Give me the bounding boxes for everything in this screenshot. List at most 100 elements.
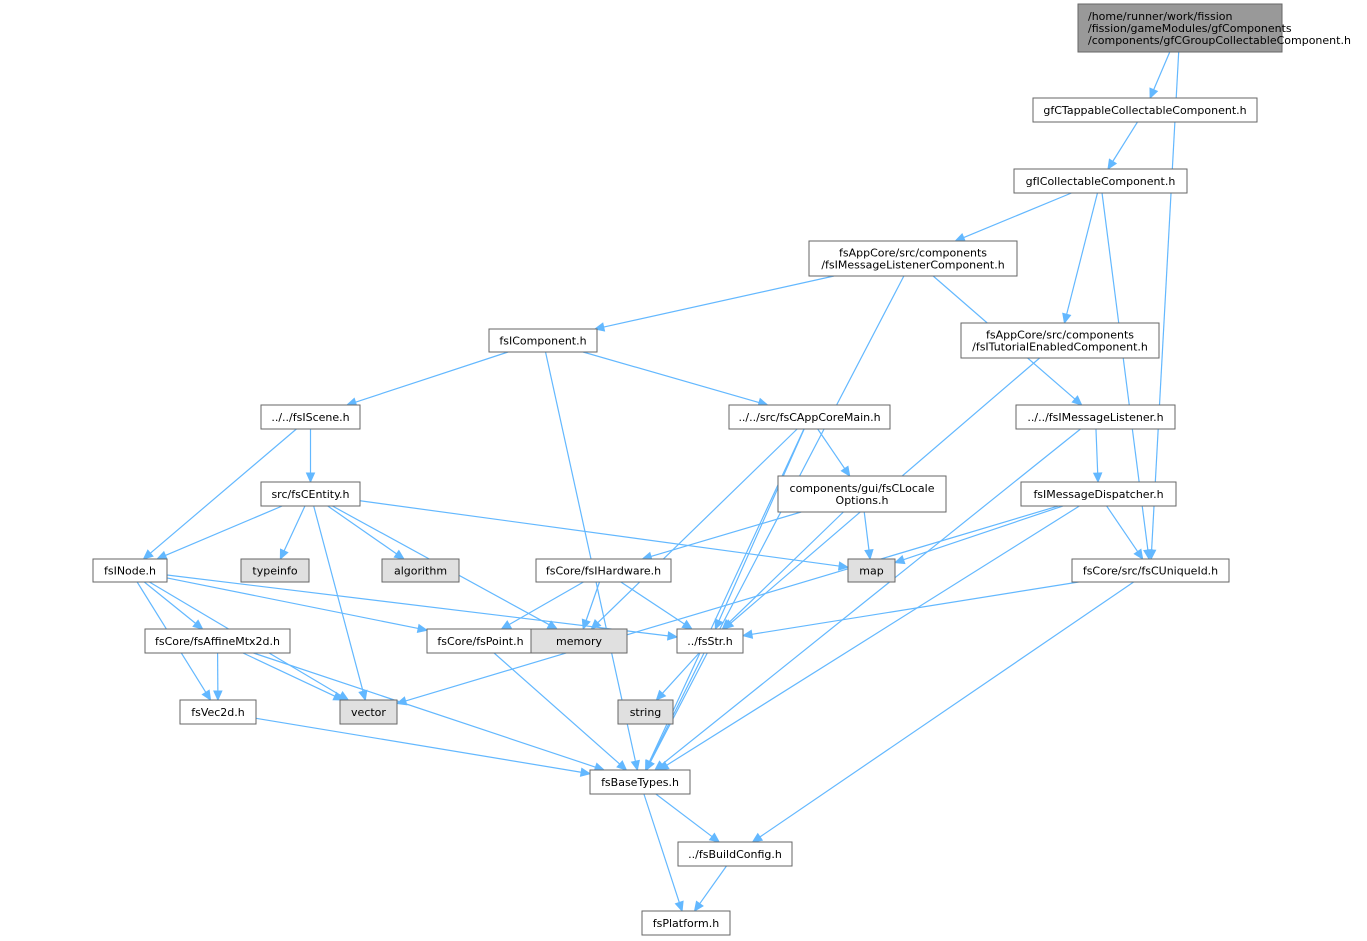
node-uniqueid[interactable]: fsCore/src/fsCUniqueId.h [1071, 558, 1230, 583]
edge-arrowhead [714, 618, 724, 631]
edge-entity-to-inode [156, 505, 283, 560]
edge-inode-to-point [166, 577, 429, 634]
edge-arrowhead [1092, 472, 1103, 484]
edge-tappable-to-collectable [1107, 121, 1138, 171]
edge-arrowhead [1133, 548, 1144, 561]
node-hardware[interactable]: fsCore/fsIHardware.h [535, 558, 672, 583]
node-msglistener[interactable]: ../../fsIMessageListener.h [1015, 404, 1176, 430]
edge-arrowhead [416, 623, 429, 634]
node-algorithm[interactable]: algorithm [381, 558, 460, 583]
node-box [260, 404, 361, 430]
edge-arrowhead [1107, 158, 1118, 171]
edge-affine-to-vector [242, 652, 345, 701]
edge-vec2d-to-basetypes [255, 717, 592, 777]
node-box [488, 328, 598, 353]
edge-basetypes-to-buildconfig [655, 793, 721, 843]
edge-line [1151, 51, 1180, 551]
edge-collectable-to-tutorial [1062, 192, 1099, 325]
node-entity[interactable]: src/fsCEntity.h [260, 481, 361, 507]
node-typeinfo[interactable]: typeinfo [240, 558, 310, 583]
edge-hardware-to-memory [581, 581, 601, 631]
node-platform[interactable]: fsPlatform.h [641, 910, 731, 936]
edge-line [1112, 121, 1138, 162]
node-label: fsCore/fsIHardware.h [546, 565, 661, 578]
node-collectable[interactable]: gfICollectableComponent.h [1013, 168, 1188, 194]
node-label: string [630, 706, 662, 719]
edge-line [643, 793, 680, 903]
edge-line [253, 652, 596, 768]
edge-line [1153, 51, 1171, 90]
node-box [1077, 3, 1283, 53]
node-box [240, 558, 310, 583]
node-component[interactable]: fsIComponent.h [488, 328, 598, 353]
node-label: /fission/gameModules/gfComponents [1088, 22, 1292, 35]
edge-line [313, 505, 364, 692]
node-label: fsPlatform.h [653, 917, 719, 930]
edge-line [963, 192, 1072, 239]
edge-line [662, 652, 700, 694]
edge-component-to-basetypes [544, 351, 640, 772]
node-box [589, 769, 691, 795]
node-box [535, 558, 672, 583]
edge-line [283, 505, 306, 552]
node-box [1032, 97, 1258, 123]
node-root[interactable]: /home/runner/work/fission/fission/gameMo… [1077, 3, 1351, 53]
node-buildconfig[interactable]: ../fsBuildConfig.h [677, 841, 793, 867]
edge-arrowhead [751, 832, 764, 843]
node-box [1015, 404, 1176, 430]
edge-line [1106, 505, 1139, 552]
node-tutorial[interactable]: fsAppCore/src/components/fsITutorialEnab… [960, 322, 1160, 359]
node-label: /components/gfCGroupCollectableComponent… [1088, 34, 1351, 47]
node-appcoremain[interactable]: ../../src/fsCAppCoreMain.h [728, 404, 891, 430]
edge-scene-to-inode [142, 428, 297, 560]
edge-arrowhead [201, 689, 212, 702]
node-memory[interactable]: memory [530, 628, 628, 654]
edge-arrowhead [305, 472, 316, 484]
node-point[interactable]: fsCore/fsPoint.h [426, 628, 535, 654]
edge-dispatcher-to-basetypes [658, 505, 1080, 771]
node-msglistenercomp[interactable]: fsAppCore/src/components/fsIMessageListe… [808, 240, 1018, 277]
node-label: fsVec2d.h [191, 706, 245, 719]
edge-dispatcher-to-vector [395, 505, 1059, 706]
node-scene[interactable]: ../../fsIScene.h [260, 404, 361, 430]
edge-arrowhead [279, 548, 289, 561]
node-box [960, 322, 1160, 359]
node-str[interactable]: ../fsStr.h [676, 628, 744, 654]
node-label: /fsIMessageListenerComponent.h [821, 259, 1004, 272]
edge-arrowhead [213, 690, 223, 702]
node-inode[interactable]: fsINode.h [92, 558, 168, 583]
edge-line [1066, 192, 1099, 315]
node-label: ../fsBuildConfig.h [688, 848, 782, 861]
edge-str-to-basetypes [645, 652, 705, 772]
node-map[interactable]: map [847, 558, 896, 583]
node-dispatcher[interactable]: fsIMessageDispatcher.h [1020, 481, 1177, 507]
edge-arrowhead [655, 689, 667, 701]
edge-line [166, 577, 419, 630]
node-vector[interactable]: vector [339, 699, 398, 725]
edge-line [699, 865, 727, 905]
edge-msglistener-to-dispatcher [1092, 428, 1103, 484]
edge-entity-to-map [359, 500, 850, 571]
edge-arrowhead [156, 550, 168, 560]
node-basetypes[interactable]: fsBaseTypes.h [589, 769, 691, 795]
edge-arrowhead [630, 759, 640, 772]
edge-line [817, 428, 846, 469]
node-tappable[interactable]: gfCTappableCollectableComponent.h [1032, 97, 1258, 123]
edge-line [359, 500, 840, 567]
edge-arrowhead [393, 549, 405, 560]
node-box [144, 628, 291, 654]
edge-dispatcher-to-map [893, 505, 1064, 565]
node-box [777, 475, 947, 513]
node-affine[interactable]: fsCore/fsAffineMtx2d.h [144, 628, 291, 654]
edge-line [582, 351, 760, 404]
node-label: src/fsCEntity.h [271, 488, 349, 501]
edge-arrowhead [1149, 87, 1159, 100]
node-box [617, 699, 674, 725]
node-string[interactable]: string [617, 699, 674, 725]
node-vec2d[interactable]: fsVec2d.h [179, 699, 257, 725]
edge-arrowhead [840, 465, 851, 478]
node-label: fsCore/fsPoint.h [437, 635, 523, 648]
edge-arrowhead [579, 767, 592, 777]
edge-dispatcher-to-uniqueid [1106, 505, 1144, 561]
